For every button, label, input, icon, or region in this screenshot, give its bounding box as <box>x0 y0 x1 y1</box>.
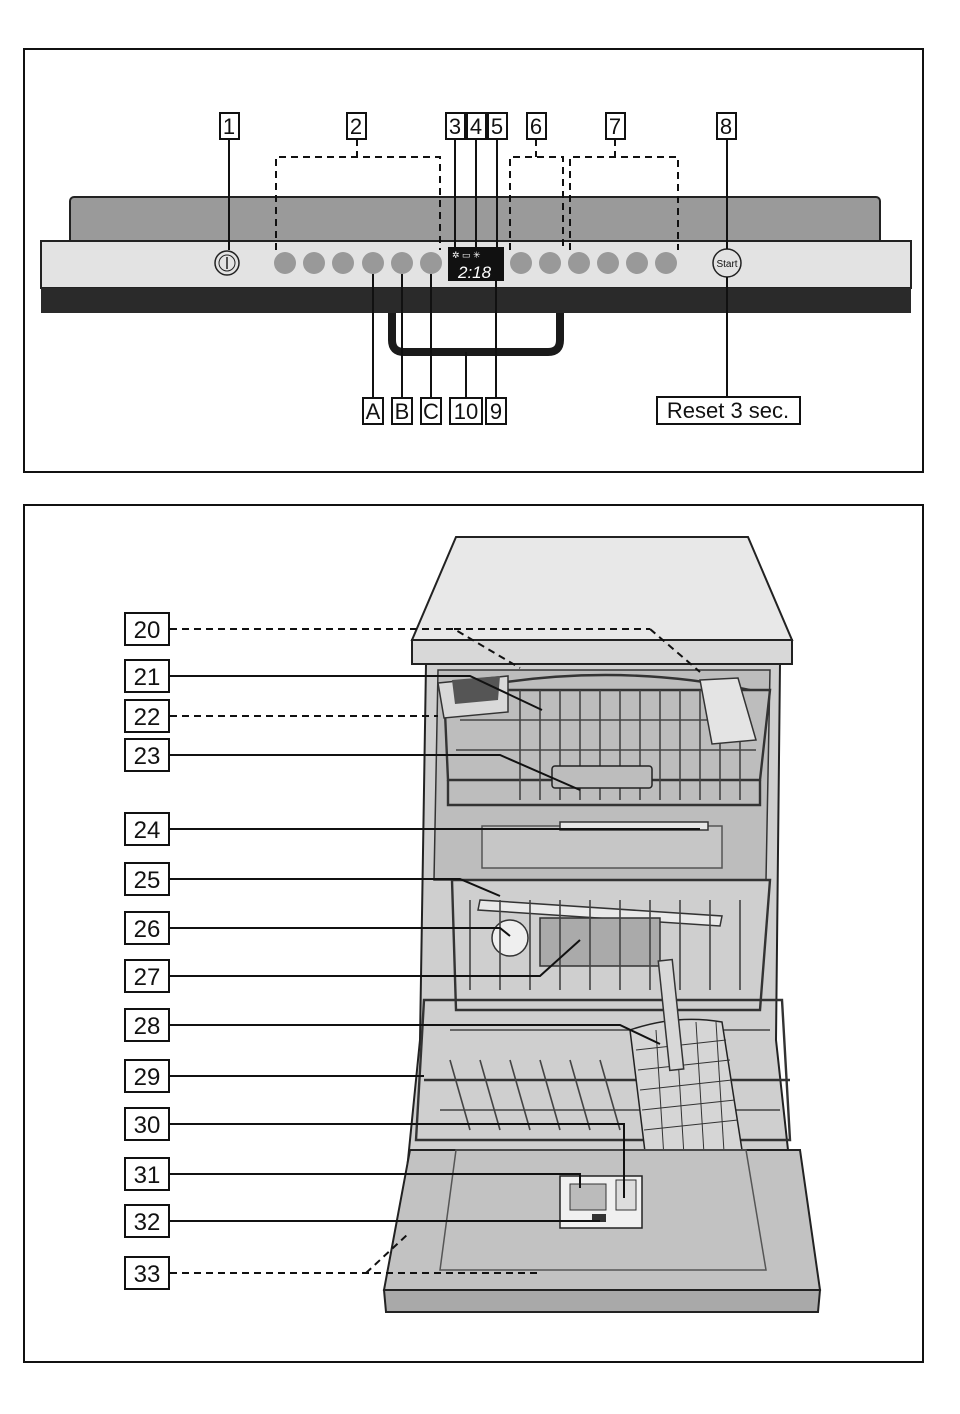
svg-text:9: 9 <box>490 399 502 424</box>
svg-text:21: 21 <box>134 664 161 691</box>
callout-C: C <box>420 397 442 425</box>
display-readout: 2:18 <box>457 263 492 282</box>
svg-text:B: B <box>395 399 410 424</box>
option-button[interactable] <box>539 252 561 274</box>
start-button[interactable]: Start <box>712 248 742 278</box>
svg-text:20: 20 <box>134 617 161 644</box>
callout-33: 33 <box>124 1256 170 1290</box>
svg-text:6: 6 <box>530 114 542 139</box>
worktop <box>410 536 794 641</box>
callout-32: 32 <box>124 1204 170 1238</box>
callout-22: 22 <box>124 699 170 733</box>
callout-20: 20 <box>124 612 170 646</box>
callout-A: A <box>362 397 384 425</box>
svg-text:22: 22 <box>134 704 161 731</box>
callout-10: 10 <box>449 397 483 425</box>
svg-text:A: A <box>366 399 381 424</box>
option-buttons-right <box>510 252 677 274</box>
svg-text:4: 4 <box>470 114 482 139</box>
door-handle <box>388 313 564 356</box>
callout-2: 2 <box>346 112 367 140</box>
callout-5: 5 <box>487 112 508 140</box>
program-button[interactable] <box>274 252 296 274</box>
appliance-frame: 20 21 22 23 24 25 26 27 <box>23 504 924 1363</box>
callout-9: 9 <box>485 397 507 425</box>
svg-text:29: 29 <box>134 1064 161 1091</box>
svg-text:C: C <box>423 399 439 424</box>
callout-7: 7 <box>605 112 626 140</box>
panel-shadow-strip <box>41 288 911 313</box>
svg-text:✲ ▭ ✳: ✲ ▭ ✳ <box>452 250 481 260</box>
svg-text:23: 23 <box>134 743 161 770</box>
callout-B: B <box>391 397 413 425</box>
option-button[interactable] <box>626 252 648 274</box>
svg-text:31: 31 <box>134 1162 161 1189</box>
callout-31: 31 <box>124 1157 170 1191</box>
callout-24: 24 <box>124 812 170 846</box>
callout-4: 4 <box>466 112 487 140</box>
svg-text:24: 24 <box>134 817 161 844</box>
program-button[interactable] <box>391 252 413 274</box>
program-button[interactable] <box>303 252 325 274</box>
program-button[interactable] <box>420 252 442 274</box>
callout-3: 3 <box>445 112 466 140</box>
option-button[interactable] <box>597 252 619 274</box>
svg-text:26: 26 <box>134 916 161 943</box>
salt-container <box>491 919 529 957</box>
program-button[interactable] <box>332 252 354 274</box>
svg-text:28: 28 <box>134 1013 161 1040</box>
digital-display: ✲ ▭ ✳ 2:18 <box>448 247 504 282</box>
power-button[interactable] <box>214 250 240 276</box>
svg-text:25: 25 <box>134 867 161 894</box>
svg-text:1: 1 <box>223 114 235 139</box>
svg-text:30: 30 <box>134 1112 161 1139</box>
program-buttons-left <box>274 252 442 274</box>
svg-text:10: 10 <box>454 399 478 424</box>
callout-28: 28 <box>124 1008 170 1042</box>
callout-29: 29 <box>124 1059 170 1093</box>
detergent-dispenser <box>559 1175 643 1229</box>
callout-27: 27 <box>124 959 170 993</box>
svg-text:33: 33 <box>134 1261 161 1288</box>
svg-text:32: 32 <box>134 1209 161 1236</box>
callout-6: 6 <box>526 112 547 140</box>
callout-8: 8 <box>716 112 737 140</box>
reset-callout: Reset 3 sec. <box>656 396 801 425</box>
control-panel-frame: ✲ ▭ ✳ 2:18 Start <box>23 48 924 473</box>
svg-text:8: 8 <box>720 114 732 139</box>
start-label: Start <box>716 259 737 270</box>
svg-text:2: 2 <box>350 114 362 139</box>
callout-30: 30 <box>124 1107 170 1141</box>
svg-text:7: 7 <box>609 114 621 139</box>
cutlery-basket <box>629 958 743 1161</box>
svg-text:5: 5 <box>491 114 503 139</box>
callout-1: 1 <box>219 112 240 140</box>
callout-23: 23 <box>124 738 170 772</box>
svg-text:27: 27 <box>134 964 161 991</box>
program-button[interactable] <box>362 252 384 274</box>
option-button[interactable] <box>655 252 677 274</box>
svg-text:3: 3 <box>449 114 461 139</box>
svg-text:Reset 3 sec.: Reset 3 sec. <box>667 398 789 423</box>
worktop-front <box>411 639 793 665</box>
callout-26: 26 <box>124 911 170 945</box>
option-button[interactable] <box>510 252 532 274</box>
callout-25: 25 <box>124 862 170 896</box>
callout-21: 21 <box>124 659 170 693</box>
option-button[interactable] <box>568 252 590 274</box>
